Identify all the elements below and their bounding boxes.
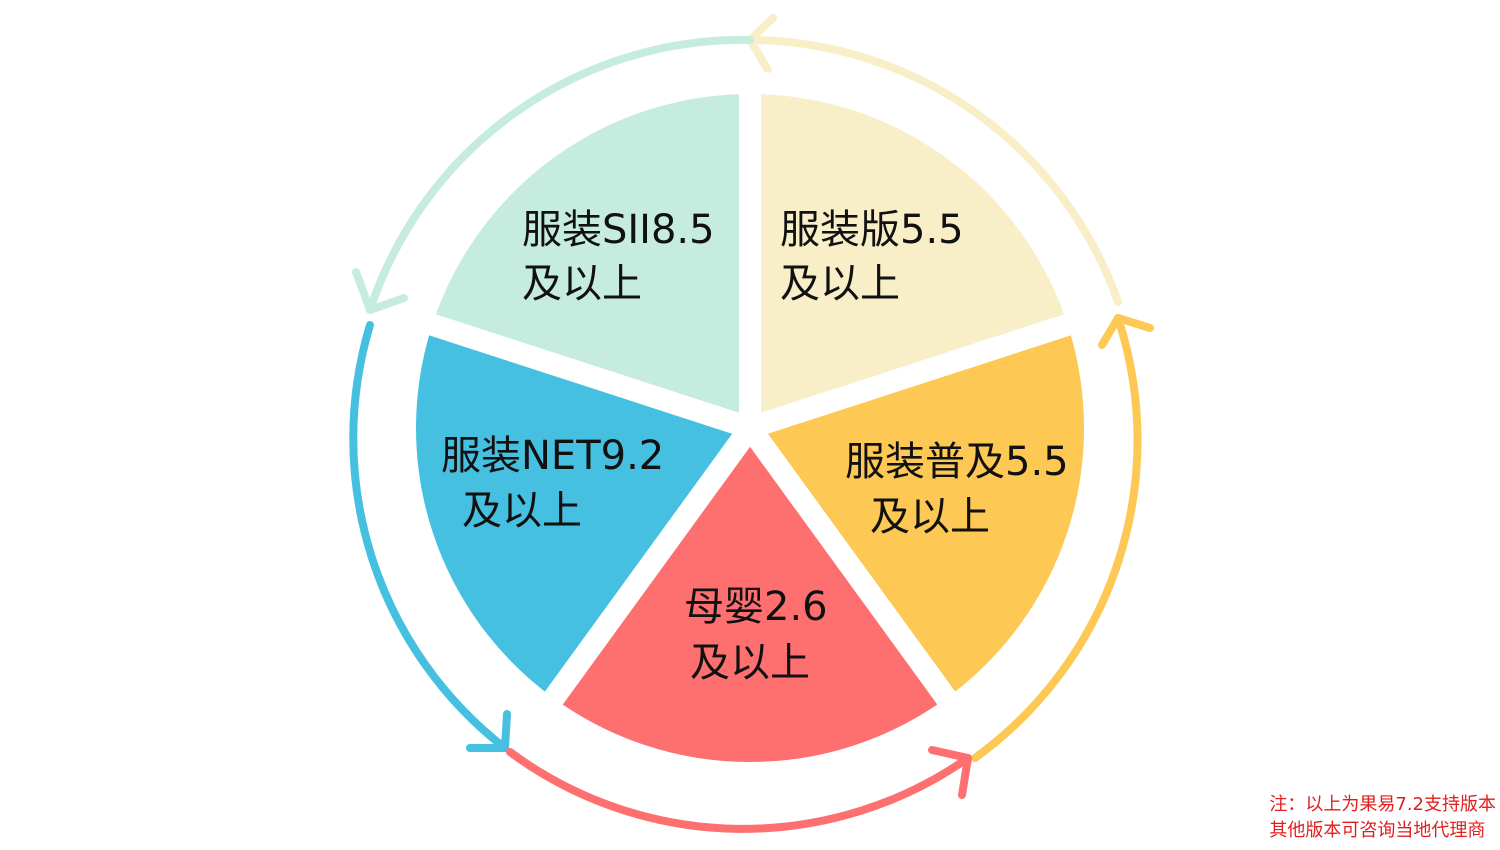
label-fuzhuang-sii-line1: 服装SII8.5 [522, 207, 715, 253]
label-fuzhuang-sii-line2: 及以上 [522, 261, 642, 307]
label-fuzhuang-puji-line2: 及以上 [870, 494, 990, 540]
arrowhead-red [928, 746, 972, 799]
arc-mint [366, 35, 754, 314]
arrowhead-yellow [1098, 314, 1154, 349]
cycle-arrows [349, 14, 1154, 833]
label-fuzhuang-puji-line1: 服装普及5.5 [845, 439, 1069, 485]
arc-red [506, 748, 972, 833]
label-muying-line1: 母婴2.6 [684, 584, 828, 630]
arrowhead-mint [352, 268, 408, 314]
footnote-line2: 其他版本可咨询当地代理商 [1269, 820, 1486, 841]
footnote-line1: 注：以上为果易7.2支持版本 [1269, 794, 1496, 815]
segment-labels: 服装SII8.5 及以上 服装版5.5 及以上 服装普及5.5 及以上 母婴2.… [441, 207, 1069, 686]
label-fuzhuang-net-line2: 及以上 [462, 488, 582, 534]
pie [394, 71, 1106, 784]
label-muying-line2: 及以上 [690, 640, 810, 686]
footnote: 注：以上为果易7.2支持版本 其他版本可咨询当地代理商 [1269, 792, 1496, 844]
label-fuzhuang-ban-line2: 及以上 [780, 261, 900, 307]
arc-blue [349, 321, 509, 752]
segment-fuzhuang-net[interactable] [394, 307, 768, 723]
arc-cream [746, 36, 1122, 306]
segment-muying[interactable] [531, 409, 969, 784]
label-fuzhuang-net-line1: 服装NET9.2 [441, 433, 664, 479]
label-fuzhuang-ban-line1: 服装版5.5 [780, 207, 964, 253]
arrowhead-blue [466, 710, 511, 752]
segment-fuzhuang-puji[interactable] [732, 307, 1106, 723]
arc-yellow [971, 314, 1142, 762]
